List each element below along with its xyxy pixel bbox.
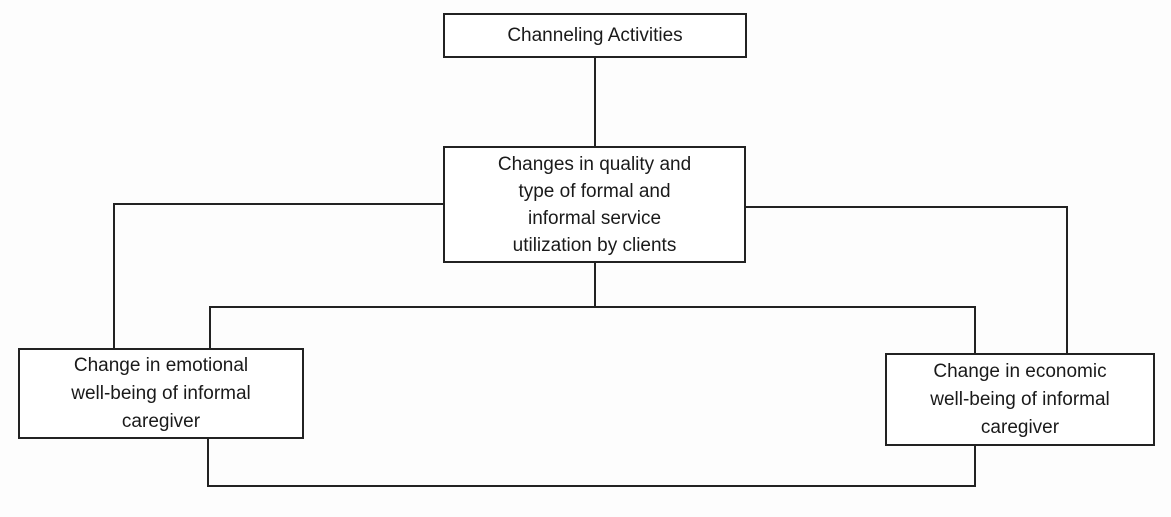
node-service-utilization: Changes in quality and type of formal an…	[443, 146, 746, 263]
connector-service-bottom-vertical	[594, 261, 596, 308]
node-channeling-activities: Channeling Activities	[443, 13, 747, 58]
connector-service-to-emotional-vertical	[113, 203, 115, 350]
connector-middle-bus-horizontal	[209, 306, 976, 308]
connector-channeling-to-service	[594, 55, 596, 148]
connector-bottom-link-horizontal	[207, 485, 976, 487]
connector-service-to-economic-horizontal	[744, 206, 1068, 208]
connector-emotional-bottom-vertical	[207, 437, 209, 487]
node-emotional-wellbeing: Change in emotional well-being of inform…	[18, 348, 304, 439]
connector-economic-bottom-vertical	[974, 444, 976, 487]
connector-service-to-economic-vertical	[1066, 206, 1068, 355]
connector-service-to-emotional-horizontal	[113, 203, 445, 205]
node-economic-wellbeing: Change in economic well-being of informa…	[885, 353, 1155, 446]
connector-bus-to-economic-vertical	[974, 306, 976, 355]
connector-bus-to-emotional-vertical	[209, 306, 211, 350]
